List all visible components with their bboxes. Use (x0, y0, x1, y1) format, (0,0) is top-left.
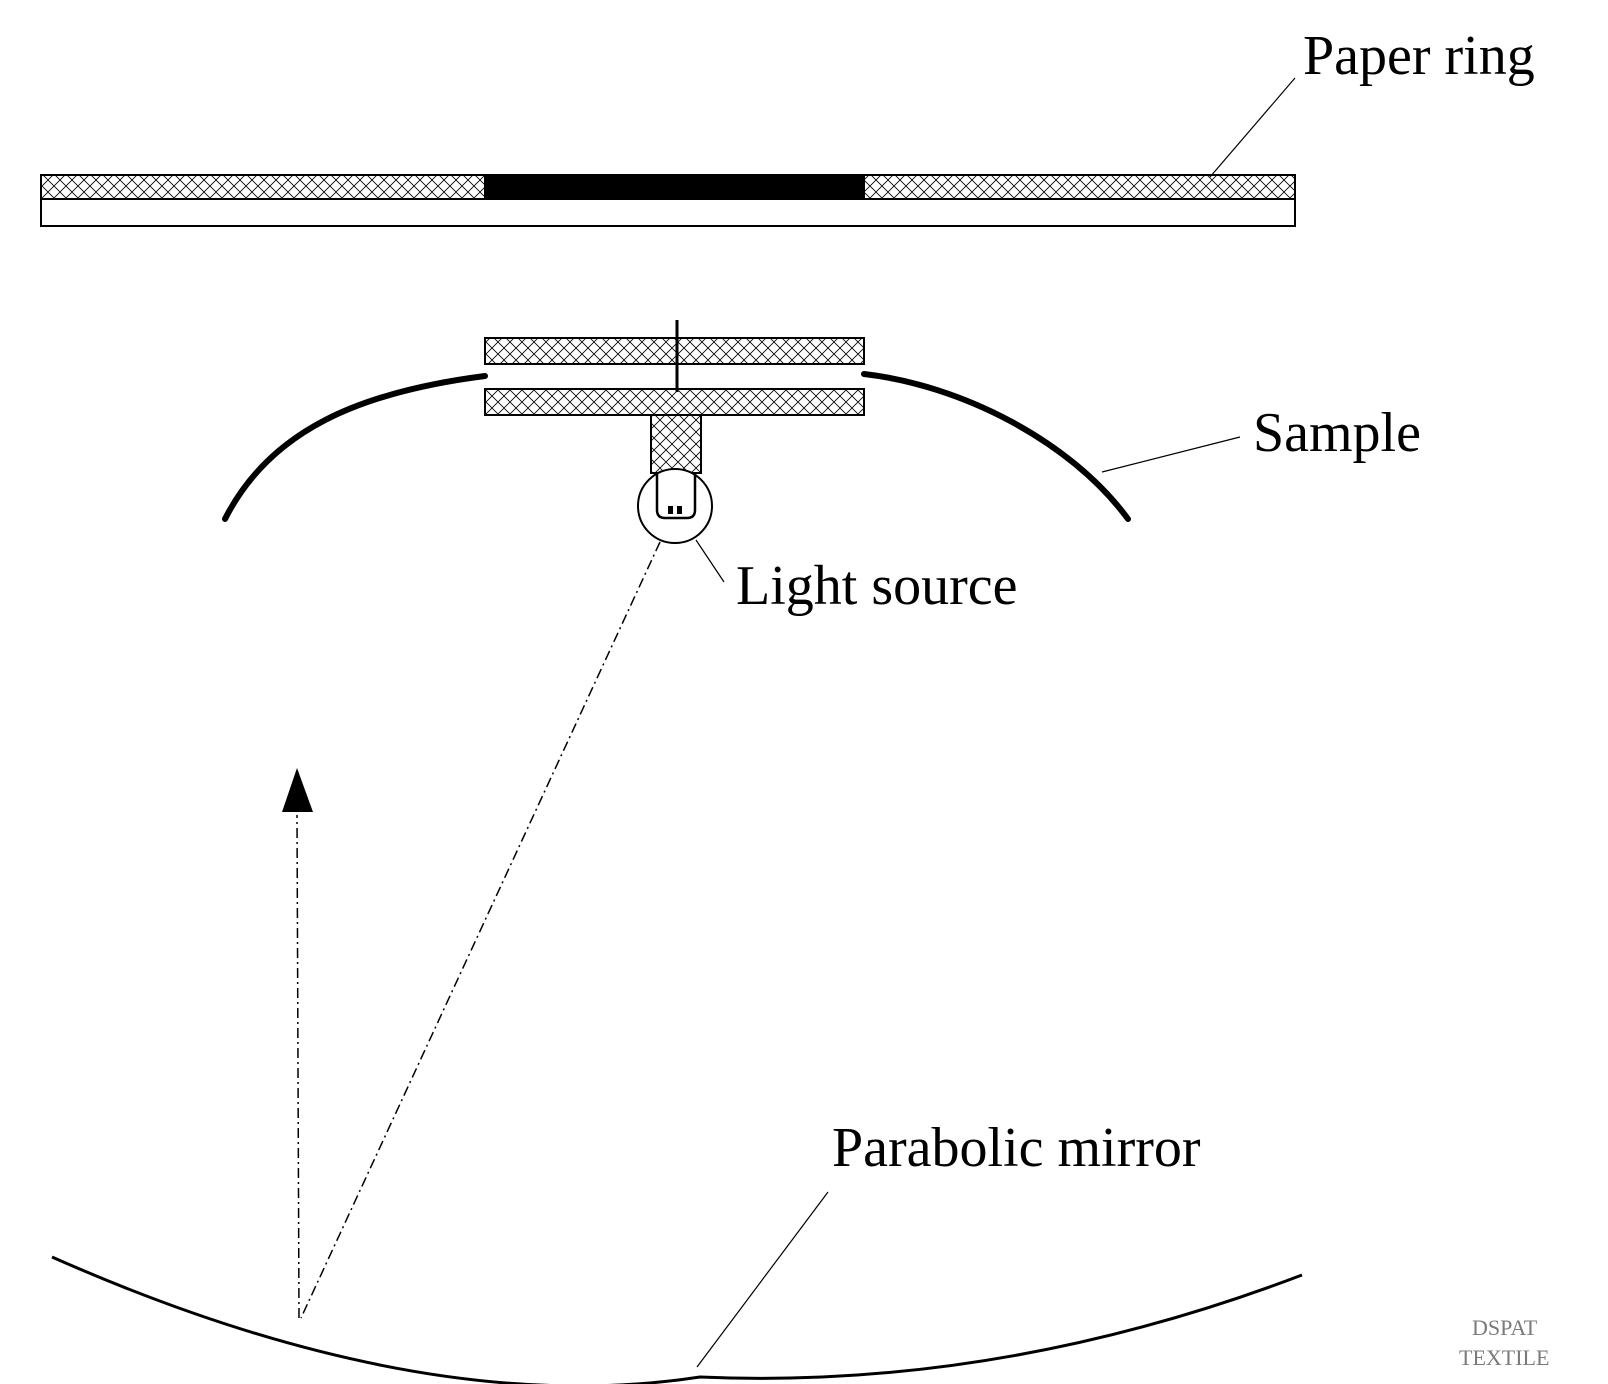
light-source-leader-line (695, 539, 725, 583)
lower-holder-plate (484, 388, 865, 416)
filament-2 (677, 506, 682, 514)
incident-light-ray (300, 541, 661, 1319)
sample-curve (222, 371, 1131, 522)
watermark-line-2: TEXTILE (1459, 1345, 1549, 1370)
parabolic-mirror-label: Parabolic mirror (832, 1117, 1201, 1179)
paper-ring-leader-line (1209, 77, 1296, 178)
bulb-circle (637, 468, 713, 544)
reflected-ray-arrowhead (282, 768, 313, 812)
upper-holder-plate (484, 337, 865, 365)
paper-ring-assembly (40, 174, 1296, 227)
lamp-stem (650, 414, 702, 474)
paper-ring-label: Paper ring (1303, 25, 1535, 87)
paper-ring-base-plate (40, 198, 1296, 227)
reflected-light-ray (296, 814, 300, 1319)
parabolic-mirror-curve (51, 1255, 1303, 1384)
watermark-line-1: DSPAT (1472, 1315, 1538, 1340)
parabolic-mirror-leader-line (696, 1191, 829, 1368)
sample-leader-line (1101, 436, 1241, 473)
sample-holder (484, 320, 865, 474)
bulb-filament-housing (655, 473, 697, 520)
light-source-bulb (637, 468, 713, 544)
light-source-label: Light source (736, 555, 1017, 617)
filament (668, 506, 673, 514)
sample-label: Sample (1253, 402, 1421, 464)
paper-ring-dark-center (484, 175, 865, 199)
